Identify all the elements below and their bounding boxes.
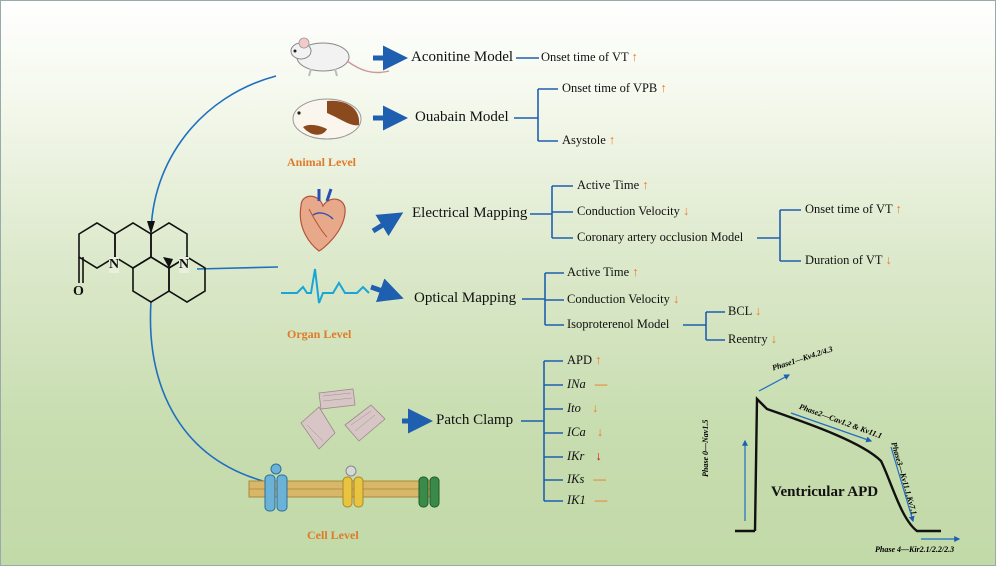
- down-arrow-icon: ↓: [683, 204, 690, 218]
- leaf-label: Reentry: [728, 332, 768, 346]
- bracket-ouabain: [514, 88, 558, 142]
- leaf-label: Active Time: [577, 178, 640, 192]
- up-arrow-icon: ↑: [642, 178, 649, 192]
- down-arrow-icon: ↓: [770, 332, 777, 346]
- down-arrow-icon: ↓: [885, 253, 892, 267]
- arrow-electrical: [371, 212, 404, 237]
- apd-phase0-label: Phase 0—Nav1.5: [701, 419, 710, 477]
- up-arrow-icon: ↑: [608, 133, 616, 147]
- membrane-illustration: [248, 463, 440, 512]
- down-arrow-icon: ↓: [592, 401, 599, 415]
- current-ina: INa —: [567, 377, 607, 392]
- leaf-label: BCL: [728, 304, 752, 318]
- leaf-label: Conduction Velocity: [567, 292, 670, 306]
- down-arrow-icon: ↓: [754, 304, 762, 318]
- connector-curve-animal: [150, 75, 277, 237]
- leaf-isoproterenol-bcl: BCL ↓: [728, 304, 761, 319]
- model-aconitine: Aconitine Model: [411, 49, 514, 65]
- leaf-label: Onset time of VT: [805, 202, 893, 216]
- ecg-trace: [281, 268, 370, 304]
- current-label: APD: [567, 353, 593, 367]
- current-label: IK1: [567, 493, 586, 507]
- bracket-optical: [522, 272, 725, 341]
- model-patch-clamp: Patch Clamp: [436, 412, 514, 428]
- connector-curve-cell: [149, 300, 264, 482]
- cardiomyocyte-illustration: [300, 388, 386, 450]
- atom-o: O: [73, 284, 84, 299]
- cell-level-label: Cell Level: [307, 528, 359, 542]
- leaf-label: Duration of VT: [805, 253, 883, 267]
- current-ikr: IKr ↓: [567, 449, 602, 464]
- leaf-label: Onset time of VPB: [562, 81, 658, 95]
- leaf-label: Active Time: [567, 265, 630, 279]
- leaf-electrical-cv: Conduction Velocity ↓: [577, 204, 689, 219]
- bracket-electrical: [530, 185, 801, 262]
- leaf-label: Isoproterenol Model: [567, 317, 670, 331]
- up-arrow-icon: ↑: [660, 81, 667, 95]
- no-change-dash-icon: —: [593, 472, 607, 486]
- leaf-electrical-active-time: Active Time ↑: [577, 178, 649, 193]
- leaf-ouabain-vpb: Onset time of VPB ↑: [562, 81, 667, 96]
- leaf-label: Conduction Velocity: [577, 204, 680, 218]
- up-arrow-icon: ↑: [895, 202, 902, 216]
- down-arrow-icon: ↓: [596, 425, 604, 439]
- leaf-label: Coronary artery occlusion Model: [577, 230, 744, 244]
- organ-level-label: Organ Level: [287, 327, 352, 341]
- mouse-illustration: [290, 37, 390, 77]
- no-change-dash-icon: —: [594, 493, 608, 507]
- up-arrow-icon: ↑: [631, 50, 638, 64]
- leaf-optical-active-time: Active Time ↑: [567, 265, 639, 280]
- current-iks: IKs —: [567, 472, 606, 487]
- leaf-coronary-duration-vt: Duration of VT ↓: [805, 253, 892, 268]
- animal-level-label: Animal Level: [287, 155, 356, 169]
- heart-illustration: [299, 188, 346, 252]
- up-arrow-icon: ↑: [595, 353, 602, 367]
- leaf-optical-cv: Conduction Velocity ↓: [567, 292, 679, 307]
- atom-n1: N: [109, 257, 120, 273]
- apd-title: Ventricular APD: [771, 484, 879, 500]
- no-change-dash-icon: —: [594, 377, 608, 391]
- current-label: Ito: [567, 401, 581, 415]
- model-electrical-mapping: Electrical Mapping: [412, 205, 528, 221]
- arrow-optical: [370, 278, 404, 303]
- leaf-coronary-onset-vt: Onset time of VT ↑: [805, 202, 902, 217]
- wedge-bond: [147, 221, 155, 234]
- connector-line-organ: [196, 266, 279, 270]
- leaf-label: Asystole: [562, 133, 606, 147]
- apd-plot: [735, 374, 961, 542]
- current-label: IKr: [567, 449, 585, 463]
- leaf-electrical-coronary: Coronary artery occlusion Model: [577, 230, 743, 245]
- up-arrow-icon: ↑: [632, 265, 639, 279]
- down-arrow-icon: ↓: [673, 292, 680, 306]
- current-label: INa: [567, 377, 586, 391]
- down-arrow-icon: ↓: [595, 449, 602, 463]
- wedge-bond: [163, 257, 173, 268]
- current-ica: ICa ↓: [567, 425, 603, 440]
- model-optical-mapping: Optical Mapping: [414, 290, 517, 306]
- guinea-pig-illustration: [292, 98, 362, 140]
- current-apd: APD ↑: [567, 353, 601, 368]
- apd-phase4-label: Phase 4—Kir2.1/2.2/2.3: [875, 545, 955, 554]
- leaf-ouabain-asystole: Asystole ↑: [562, 133, 615, 148]
- current-label: IKs: [567, 472, 585, 486]
- leaf-label: Onset time of VT: [541, 50, 629, 64]
- leaf-isoproterenol-reentry: Reentry ↓: [728, 332, 777, 347]
- model-ouabain: Ouabain Model: [415, 109, 509, 125]
- bracket-patch-clamp: [521, 360, 563, 502]
- current-ito: Ito ↓: [567, 401, 598, 416]
- current-ik1: IK1 —: [567, 493, 607, 508]
- current-label: ICa: [567, 425, 586, 439]
- atom-n2: N: [179, 257, 190, 273]
- leaf-aconitine-vt: Onset time of VT ↑: [541, 50, 638, 65]
- leaf-optical-isoproterenol: Isoproterenol Model: [567, 317, 669, 332]
